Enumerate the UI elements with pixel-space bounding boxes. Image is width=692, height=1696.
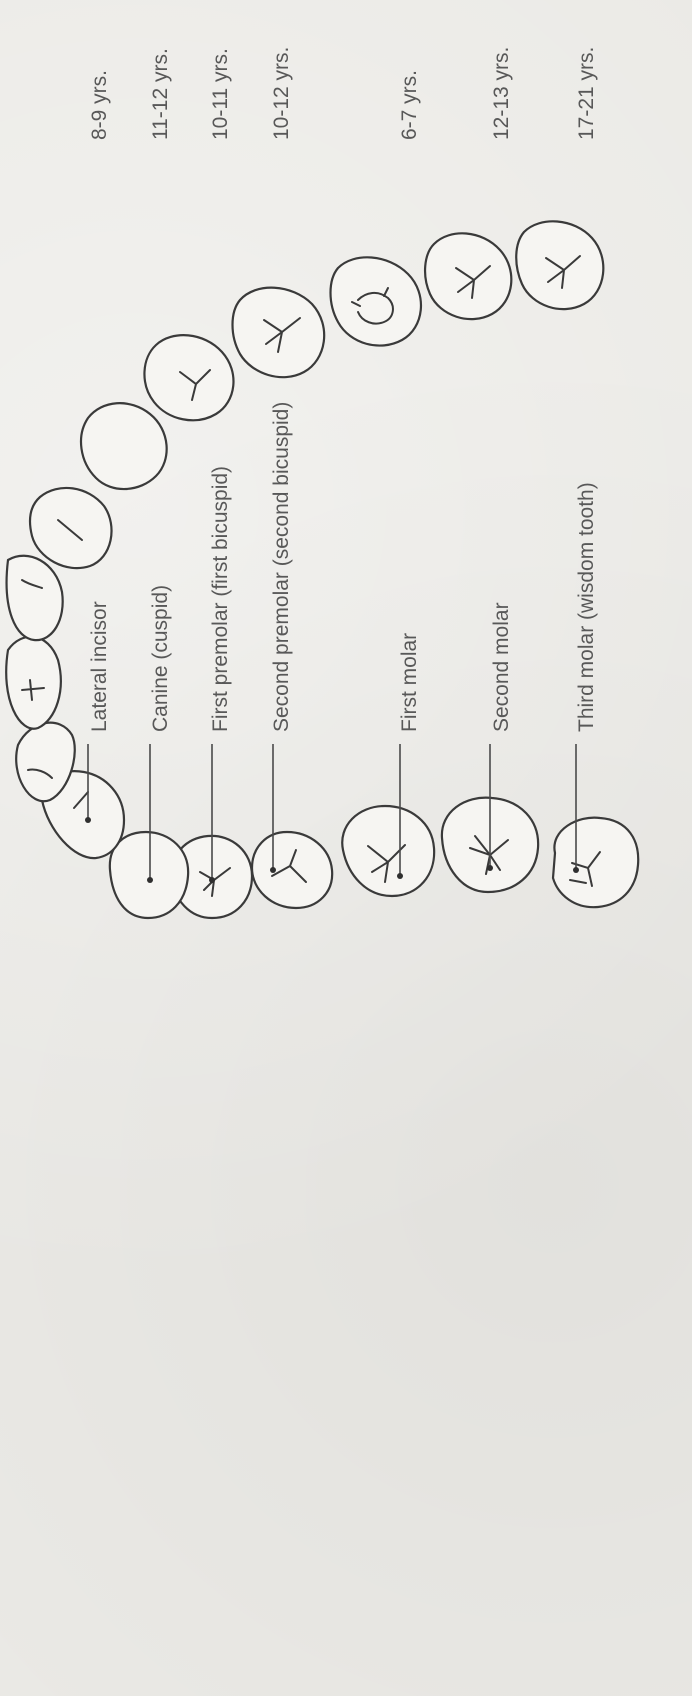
front-teeth — [6, 556, 75, 802]
tooth-central-incisor-left — [6, 637, 61, 729]
age-third-molar: 17-21 yrs. — [575, 47, 598, 140]
tooth-first-molar — [342, 806, 434, 896]
label-second-premolar: Second premolar (second bicuspid) — [270, 402, 293, 732]
age-first-molar: 6-7 yrs. — [398, 70, 421, 140]
label-lateral-incisor: Lateral incisor — [88, 601, 111, 732]
tooth-canine — [110, 832, 188, 918]
label-first-premolar: First premolar (first bicuspid) — [209, 466, 232, 732]
age-canine: 11-12 yrs. — [149, 48, 172, 140]
age-lateral-incisor: 8-9 yrs. — [88, 70, 111, 140]
tooth-last-molar-left — [516, 221, 603, 309]
tooth-second-premolar — [252, 832, 332, 908]
unlabeled-teeth-row — [30, 221, 603, 568]
tooth-second-molar-left — [331, 257, 421, 345]
age-second-molar: 12-13 yrs. — [490, 47, 513, 140]
tooth-first-molar-left — [233, 288, 325, 378]
label-canine: Canine (cuspid) — [149, 585, 172, 732]
age-first-premolar: 10-11 yrs. — [209, 48, 232, 140]
tooth-first-premolar-left — [81, 403, 167, 489]
label-first-molar: First molar — [398, 633, 421, 732]
labeled-teeth-row — [42, 771, 639, 918]
tooth-lateral-incisor-left — [7, 556, 63, 640]
label-second-molar: Second molar — [490, 602, 513, 732]
tooth-canine-left — [30, 488, 111, 568]
age-labels: 8-9 yrs. 11-12 yrs. 10-11 yrs. 10-12 yrs… — [88, 47, 598, 140]
tooth-third-molar — [553, 818, 638, 908]
label-third-molar: Third molar (wisdom tooth) — [575, 482, 598, 732]
age-second-premolar: 10-12 yrs. — [270, 47, 293, 140]
